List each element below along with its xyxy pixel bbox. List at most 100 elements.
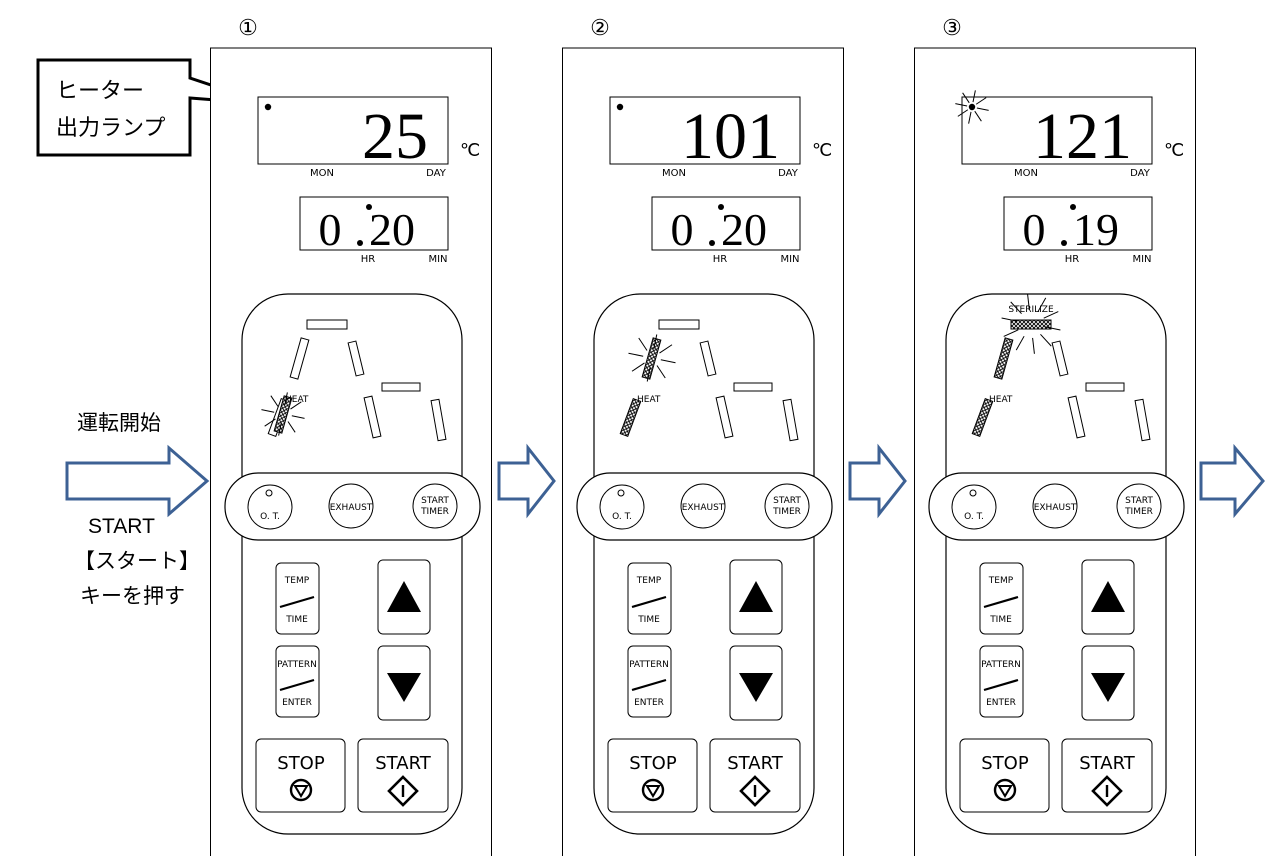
cool-segment-2 [1067,395,1086,439]
exhaust-label: EXHAUST [1034,503,1077,513]
heat-label: HEAT [285,395,309,405]
enter-label: ENTER [282,698,312,708]
time-label: TIME [989,615,1012,625]
min-label: MIN [1132,254,1151,265]
up-arrow-button[interactable] [1081,559,1135,635]
time-hours: 0 [319,204,342,255]
stop-label: STOP [277,753,325,774]
cool-segment-2 [715,395,734,439]
down-triangle-icon [387,673,421,702]
start-button[interactable]: START [357,738,449,813]
day-label: DAY [778,168,799,179]
start-icon [387,775,419,807]
up-arrow-button[interactable] [377,559,431,635]
exhaust-label: EXHAUST [330,503,373,513]
down-arrow-button[interactable] [377,645,431,721]
exhaust-button[interactable]: EXHAUST [328,483,374,529]
start-instruction: 運転開始 START 【スタート】 キーを押す [74,412,200,608]
ot-label: O. T. [612,512,632,522]
time-display: 0 20 [299,196,449,255]
day-label: DAY [426,168,447,179]
start-timer-label-2: TIMER [1124,507,1153,517]
temperature-display: 25 [257,96,449,173]
temperature-display: 101 [609,96,801,173]
callout-line1: ヒーター [56,78,144,103]
heater-lamp-indicator [616,103,624,111]
pattern-label: PATTERN [629,660,669,670]
ot-label: O. T. [964,512,984,522]
celsius-unit: ℃ [460,140,480,160]
sterilize-segment [306,319,348,330]
flow-arrow-2-3 [848,443,907,519]
start-button[interactable]: START [709,738,801,813]
start-icon [1091,775,1123,807]
heater-lamp-indicator [264,103,272,111]
cool-segment-1 [1051,340,1069,377]
down-triangle-icon [1091,673,1125,702]
exhaust-button[interactable]: EXHAUST [680,483,726,529]
start-timer-label-1: START [773,496,801,506]
cool-segment-2 [363,395,382,439]
enter-label: ENTER [634,698,664,708]
step-number: ② [590,15,610,40]
process-graph: HEAT [261,319,447,442]
flow-arrow-3-4 [1199,443,1265,519]
time-minutes: 20 [369,204,415,255]
stop-label: STOP [629,753,677,774]
exhaust-label: EXHAUST [682,503,725,513]
up-triangle-icon [739,581,773,612]
sterilize-label: STERILIZE [1008,305,1054,315]
cool-segment-1 [699,340,717,377]
start-button[interactable]: START [1061,738,1153,813]
start-note-line3: 【スタート】 [74,550,200,573]
start-timer-label-2: TIMER [420,507,449,517]
stop-button[interactable]: STOP [959,738,1050,813]
min-label: MIN [428,254,447,265]
hr-label: HR [713,254,728,265]
heat-segment-lower [619,397,642,438]
heat-segment-lower [971,397,994,438]
start-note-line4: キーを押す [80,585,185,608]
heat-upper-glow [628,334,676,382]
sterilize-segment [1010,319,1052,330]
exhaust-segment [1085,382,1125,392]
down-arrow-button[interactable] [1081,645,1135,721]
down-arrow-button[interactable] [729,645,783,721]
stop-button[interactable]: STOP [255,738,346,813]
mon-label: MON [310,168,334,179]
celsius-unit: ℃ [812,140,832,160]
ot-label: O. T. [260,512,280,522]
up-triangle-icon [387,581,421,612]
up-arrow-button[interactable] [729,559,783,635]
step-number: ① [238,15,258,40]
sterilize-segment [658,319,700,330]
celsius-unit: ℃ [1164,140,1184,160]
stop-button[interactable]: STOP [607,738,698,813]
pattern-enter-button[interactable]: PATTERN ENTER [627,645,672,718]
heat-label: HEAT [637,395,661,405]
mon-label: MON [1014,168,1038,179]
pattern-label: PATTERN [981,660,1021,670]
up-triangle-icon [1091,581,1125,612]
hr-label: HR [1065,254,1080,265]
time-label: TIME [637,615,660,625]
stop-label: STOP [981,753,1029,774]
start-label: START [375,753,432,774]
temperature-value: 121 [1033,100,1132,173]
cool-segment-3 [1134,398,1151,442]
exhaust-button[interactable]: EXHAUST [1032,483,1078,529]
